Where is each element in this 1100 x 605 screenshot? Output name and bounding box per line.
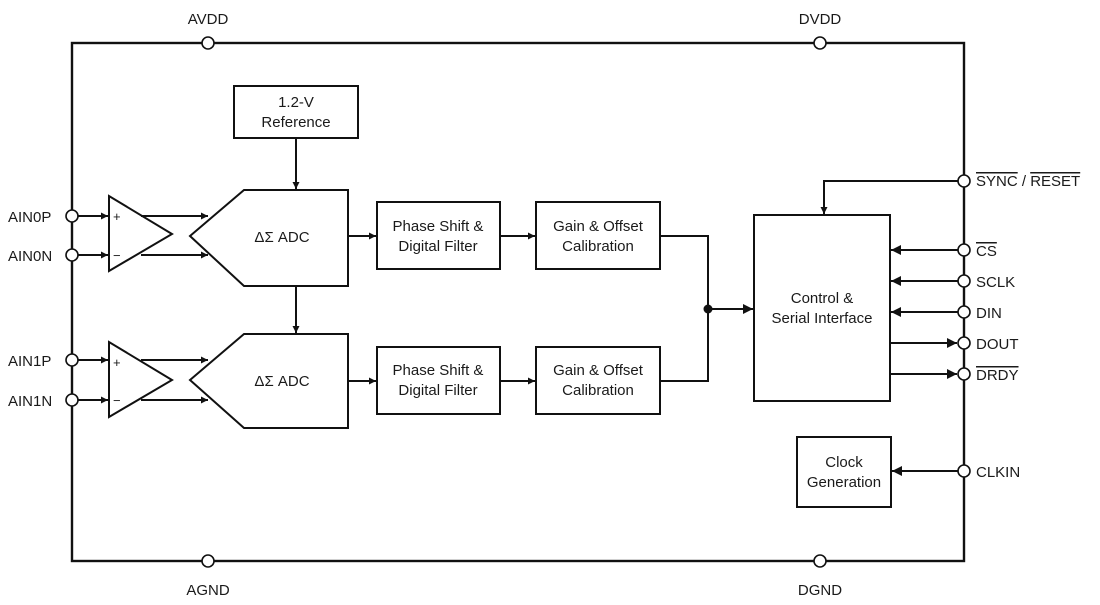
amp-0-plus-sign: + bbox=[113, 209, 121, 224]
adc-0-block bbox=[188, 189, 349, 287]
pin-din bbox=[957, 305, 971, 319]
amplifier-0 bbox=[108, 194, 174, 273]
pin-label-ain1n: AIN1N bbox=[8, 393, 52, 410]
calibration-0-label-line2: Calibration bbox=[562, 238, 634, 255]
pin-sclk bbox=[957, 274, 971, 288]
amp-0-minus-sign: − bbox=[113, 248, 121, 263]
calibration-0-block bbox=[535, 201, 661, 270]
calibration-1-block bbox=[535, 346, 661, 415]
pin-label-din: DIN bbox=[976, 305, 1002, 322]
pin-label-reset: RESET bbox=[1030, 173, 1080, 190]
filter-1-block bbox=[376, 346, 501, 415]
pin-label-avdd: AVDD bbox=[188, 11, 229, 28]
pin-label-cs: CS bbox=[976, 243, 997, 260]
pin-avdd bbox=[201, 36, 215, 50]
calibration-1-label-line2: Calibration bbox=[562, 382, 634, 399]
pin-drdy bbox=[957, 367, 971, 381]
filter-1-label-line2: Digital Filter bbox=[398, 382, 477, 399]
pin-sync-reset bbox=[957, 174, 971, 188]
chip-outline bbox=[70, 41, 966, 563]
filter-0-label-line1: Phase Shift & bbox=[393, 218, 484, 235]
pin-ain0n bbox=[65, 248, 79, 262]
pin-label-ain0n: AIN0N bbox=[8, 248, 52, 265]
calibration-1-label-line1: Gain & Offset bbox=[553, 362, 644, 379]
pin-ain1p bbox=[65, 353, 79, 367]
wire-sync-reset bbox=[820, 180, 958, 214]
reference-label-line1: 1.2-V bbox=[278, 94, 314, 111]
pin-label-drdy: DRDY bbox=[976, 367, 1019, 384]
pin-clkin bbox=[957, 464, 971, 478]
pin-agnd bbox=[201, 554, 215, 568]
pin-ain0p bbox=[65, 209, 79, 223]
pin-label-sync: SYNC bbox=[976, 173, 1018, 190]
pin-ain1n bbox=[65, 393, 79, 407]
amplifier-1 bbox=[108, 340, 174, 419]
control-block bbox=[753, 214, 891, 402]
pin-label-ain1p: AIN1P bbox=[8, 353, 51, 370]
pin-label-dvdd: DVDD bbox=[799, 11, 842, 28]
pin-label-dout: DOUT bbox=[976, 336, 1019, 353]
clock-label-line2: Generation bbox=[807, 474, 881, 491]
pin-label-ain0p: AIN0P bbox=[8, 209, 51, 226]
calibration-0-label-line1: Gain & Offset bbox=[553, 218, 644, 235]
pin-dgnd bbox=[813, 554, 827, 568]
control-label-line1: Control & bbox=[791, 290, 854, 307]
reference-label-line2: Reference bbox=[261, 114, 330, 131]
pin-label-clkin: CLKIN bbox=[976, 464, 1020, 481]
pin-label-agnd: AGND bbox=[186, 582, 230, 599]
pin-cs bbox=[957, 243, 971, 257]
pin-label-sync-reset: SYNC / RESET bbox=[976, 173, 1080, 190]
clock-block bbox=[796, 436, 892, 508]
amp-1-minus-sign: − bbox=[113, 393, 121, 408]
adc-0-label: ΔΣ ADC bbox=[254, 229, 309, 246]
amp-1-plus-sign: + bbox=[113, 355, 121, 370]
pin-dout bbox=[957, 336, 971, 350]
pin-label-dgnd: DGND bbox=[798, 582, 842, 599]
filter-0-block bbox=[376, 201, 501, 270]
control-label-line2: Serial Interface bbox=[772, 310, 873, 327]
pin-label-sync-separator: / bbox=[1018, 173, 1031, 190]
filter-0-label-line2: Digital Filter bbox=[398, 238, 477, 255]
wire-cal0-to-junction bbox=[660, 235, 709, 382]
filter-1-label-line1: Phase Shift & bbox=[393, 362, 484, 379]
clock-label-line1: Clock bbox=[825, 454, 863, 471]
pin-dvdd bbox=[813, 36, 827, 50]
pin-label-sclk: SCLK bbox=[976, 274, 1015, 291]
adc-1-label: ΔΣ ADC bbox=[254, 373, 309, 390]
